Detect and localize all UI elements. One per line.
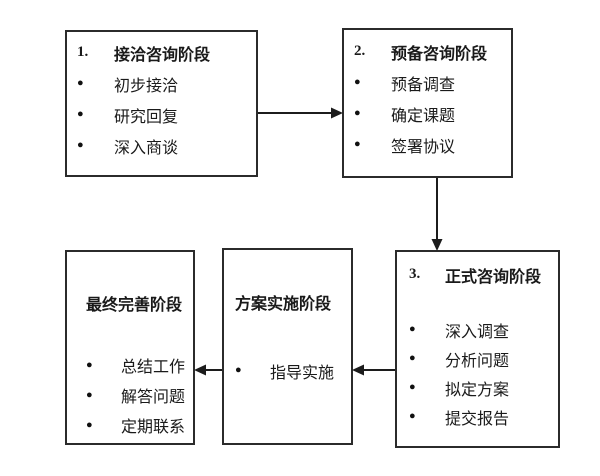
- bullet-icon: ●: [409, 381, 416, 393]
- list-item: ● 深入调查: [397, 315, 558, 344]
- item-label: 签署协议: [391, 138, 456, 156]
- list-item: ● 提交报告: [397, 402, 558, 431]
- item-label: 深入调查: [445, 323, 510, 341]
- spacer: [67, 318, 193, 350]
- stage-title-row: 方案实施阶段: [224, 286, 351, 317]
- stage-title: 接洽咨询阶段: [114, 46, 211, 64]
- item-label: 预备调查: [391, 76, 456, 94]
- stage-title-row: 1. 接洽咨询阶段: [67, 37, 256, 68]
- item-label: 初步接洽: [114, 77, 179, 95]
- arrow-box1-to-box2: [258, 107, 343, 119]
- list-item: ● 拟定方案: [397, 373, 558, 402]
- bullet-icon: ●: [235, 364, 242, 376]
- list-item: ● 研究回复: [67, 99, 256, 130]
- stage-box-formal-consulting: 3. 正式咨询阶段 ● 深入调查 ● 分析问题 ● 拟定方案 ● 提交报告: [395, 250, 560, 448]
- stage-title-row: 3. 正式咨询阶段: [397, 260, 558, 289]
- stage-title: 最终完善阶段: [86, 297, 183, 314]
- item-label: 定期联系: [121, 419, 186, 436]
- arrow-box4-to-box5: [194, 364, 222, 376]
- arrow-box3-to-box4: [352, 364, 395, 376]
- bullet-icon: ●: [409, 352, 416, 364]
- item-label: 解答问题: [121, 389, 186, 406]
- spacer: [224, 317, 351, 355]
- stage-title-row: 2. 预备咨询阶段: [344, 36, 511, 67]
- list-item: ● 分析问题: [397, 344, 558, 373]
- item-label: 总结工作: [121, 359, 186, 376]
- stage-box-final-improvement: 最终完善阶段 ● 总结工作 ● 解答问题 ● 定期联系: [65, 250, 195, 445]
- stage-number: 2.: [354, 43, 366, 59]
- stage-title: 预备咨询阶段: [391, 45, 488, 63]
- list-item: ● 指导实施: [224, 355, 351, 386]
- bullet-icon: ●: [354, 107, 361, 119]
- bullet-icon: ●: [409, 323, 416, 335]
- stage-box-implementation: 方案实施阶段 ● 指导实施: [222, 248, 353, 445]
- item-label: 分析问题: [445, 352, 510, 370]
- item-label: 深入商谈: [114, 139, 179, 157]
- list-item: ● 确定课题: [344, 98, 511, 129]
- item-label: 确定课题: [391, 107, 456, 125]
- bullet-icon: ●: [409, 410, 416, 422]
- item-label: 研究回复: [114, 108, 179, 126]
- bullet-icon: ●: [77, 108, 84, 120]
- stage-number: 1.: [77, 44, 89, 60]
- bullet-icon: ●: [77, 77, 84, 89]
- spacer: [397, 289, 558, 315]
- stage-title-row: 最终完善阶段: [67, 288, 193, 318]
- stage-number: 3.: [409, 266, 421, 282]
- list-item: ● 初步接洽: [67, 68, 256, 99]
- item-label: 指导实施: [270, 364, 335, 382]
- stage-title: 方案实施阶段: [235, 295, 332, 313]
- bullet-icon: ●: [86, 388, 93, 401]
- bullet-icon: ●: [86, 358, 93, 371]
- stage-box-initial-contact: 1. 接洽咨询阶段 ● 初步接洽 ● 研究回复 ● 深入商谈: [65, 30, 258, 177]
- list-item: ● 深入商谈: [67, 130, 256, 161]
- list-item: ● 预备调查: [344, 67, 511, 98]
- list-item: ● 定期联系: [67, 410, 193, 440]
- bullet-icon: ●: [77, 139, 84, 151]
- bullet-icon: ●: [86, 418, 93, 431]
- bullet-icon: ●: [354, 138, 361, 150]
- list-item: ● 总结工作: [67, 350, 193, 380]
- list-item: ● 解答问题: [67, 380, 193, 410]
- bullet-icon: ●: [354, 76, 361, 88]
- item-label: 提交报告: [445, 410, 510, 428]
- stage-title: 正式咨询阶段: [445, 268, 542, 286]
- list-item: ● 签署协议: [344, 129, 511, 160]
- stage-box-preparation: 2. 预备咨询阶段 ● 预备调查 ● 确定课题 ● 签署协议: [342, 28, 513, 178]
- arrow-box2-to-box3: [431, 178, 443, 251]
- item-label: 拟定方案: [445, 381, 510, 399]
